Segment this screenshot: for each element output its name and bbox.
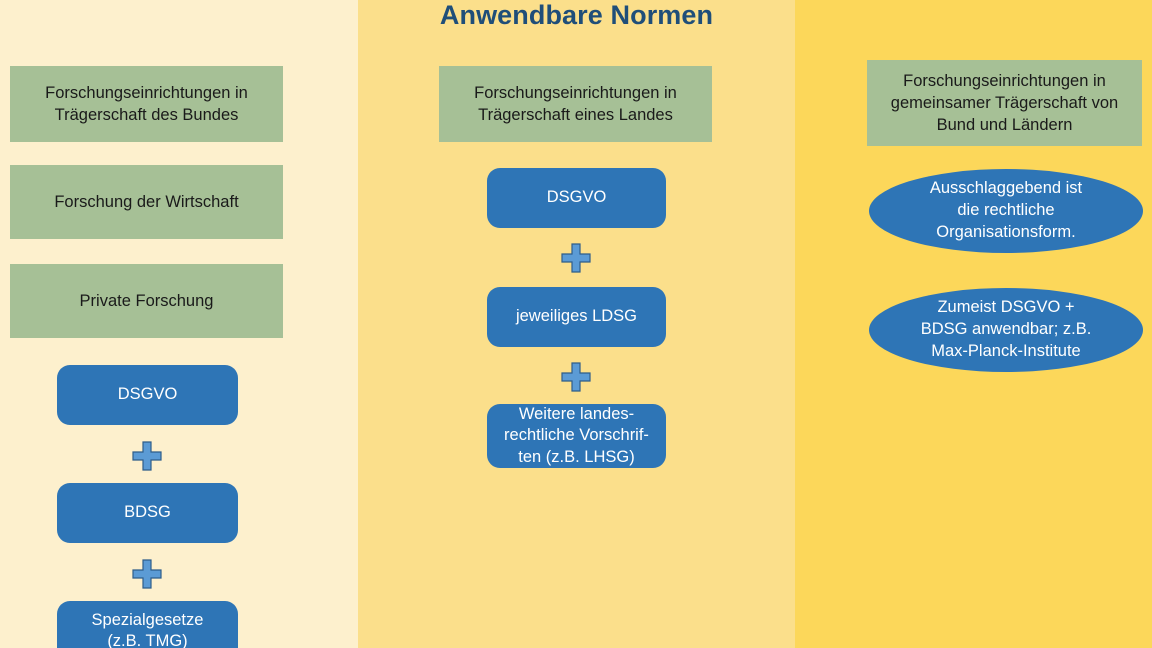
plus-icon — [561, 362, 591, 392]
header-box-gemeinsame-traegerschaft: Forschungseinrichtungen in gemeinsamer T… — [867, 60, 1142, 146]
norm-box-label: jeweiliges LDSG — [515, 307, 638, 326]
header-box-private-forschung: Private Forschung — [10, 264, 283, 338]
note-ellipse-organisationsform: Ausschlaggebend ist die rechtliche Organ… — [869, 169, 1143, 253]
plus-icon — [132, 441, 162, 471]
note-ellipse-label: Ausschlaggebend ist die rechtliche Organ… — [929, 179, 1083, 241]
norm-box-label: DSGVO — [546, 188, 607, 207]
norm-box-bund-bdsg: BDSG — [57, 483, 238, 543]
norm-box-land-ldsg: jeweiliges LDSG — [487, 287, 666, 347]
header-box-forschung-wirtschaft: Forschung der Wirtschaft — [10, 165, 283, 239]
header-box-label: Private Forschung — [79, 291, 214, 310]
norm-box-bund-spezialgesetze: Spezialgesetze (z.B. TMG) — [57, 601, 238, 648]
page-title: Anwendbare Normen — [439, 0, 714, 30]
header-box-land-traegerschaft: Forschungseinrichtungen in Trägerschaft … — [439, 66, 712, 142]
norm-box-land-dsgvo: DSGVO — [487, 168, 666, 228]
header-box-label: Forschungseinrichtungen in Trägerschaft … — [474, 83, 677, 124]
norm-box-label: BDSG — [124, 503, 171, 522]
plus-icon — [561, 243, 591, 273]
header-box-label: Forschungseinrichtungen in Trägerschaft … — [45, 83, 248, 124]
norm-box-label: Spezialgesetze (z.B. TMG) — [91, 610, 204, 648]
note-ellipse-label: Zumeist DSGVO + BDSG anwendbar; z.B. Max… — [920, 298, 1092, 360]
norm-box-bund-dsgvo: DSGVO — [57, 365, 238, 425]
header-box-label: Forschung der Wirtschaft — [54, 192, 239, 211]
plus-icon — [132, 559, 162, 589]
header-box-label: Forschungseinrichtungen in gemeinsamer T… — [890, 71, 1119, 135]
note-ellipse-max-planck: Zumeist DSGVO + BDSG anwendbar; z.B. Max… — [869, 288, 1143, 372]
norm-box-label: DSGVO — [117, 385, 178, 404]
norm-box-land-weitere-vorschriften: Weitere landes- rechtliche Vorschrif- te… — [487, 404, 666, 468]
header-box-bund-traegerschaft: Forschungseinrichtungen in Trägerschaft … — [10, 66, 283, 142]
norm-box-label: Weitere landes- rechtliche Vorschrif- te… — [504, 404, 649, 466]
